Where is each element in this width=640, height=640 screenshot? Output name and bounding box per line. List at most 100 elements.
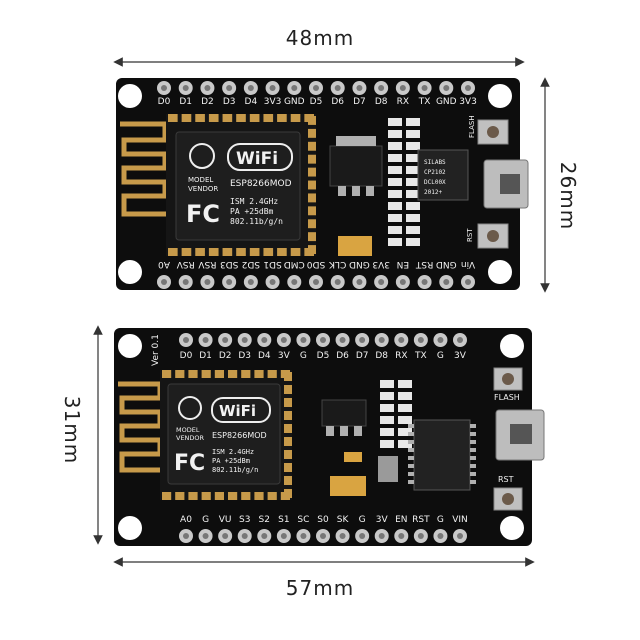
castellated-pad (308, 180, 316, 190)
button-cap (502, 373, 514, 385)
model-label: MODEL (188, 176, 213, 184)
spec-line-1: ISM 2.4GHz (212, 448, 254, 456)
smd-resistor (388, 238, 402, 246)
pin-hole (457, 337, 463, 343)
smd-resistor (398, 428, 412, 436)
resistor-array (380, 380, 412, 448)
pin-hole (300, 337, 307, 343)
pin-hole (300, 533, 307, 539)
esp-module-shield (175, 131, 301, 241)
castellated-pad (277, 248, 287, 256)
fcc-logo: FC (186, 200, 220, 228)
pin-label: D1 (179, 97, 192, 107)
pin-label: S0 (317, 515, 329, 525)
castellated-pad (249, 248, 260, 256)
pin-hole (339, 337, 346, 343)
button-cap (487, 126, 499, 138)
pin-label: D1 (199, 351, 212, 361)
flash-label: FLASH (468, 115, 476, 138)
pin-label: D0 (158, 97, 171, 107)
pin-label: 3V3 (372, 259, 390, 269)
pin-hole (261, 337, 268, 343)
castellated-pad (308, 206, 316, 216)
smd-resistor (388, 226, 402, 234)
castellated-pad (284, 398, 292, 407)
tantalum-capacitor (338, 236, 372, 256)
smd-resistor (406, 214, 420, 222)
castellated-pad (201, 370, 211, 378)
wifi-logo-box (227, 143, 293, 171)
pin-hole (202, 533, 209, 539)
pin-label: SD3 (220, 259, 238, 269)
board-1-bottom-pin-header (157, 275, 475, 289)
castellated-pad (181, 248, 192, 256)
spec-line-2: PA +25dBm (212, 457, 250, 465)
usb-chip-line-4: 2012+ (424, 189, 442, 196)
model-label: MODEL (176, 426, 200, 434)
castellated-pad (214, 370, 224, 378)
wifi-logo-text: WiFi (236, 149, 278, 169)
rst-button[interactable] (477, 223, 509, 249)
pin-hole (183, 337, 189, 343)
castellated-pad (267, 492, 277, 500)
mounting-hole (500, 334, 524, 358)
smd-resistor (406, 190, 420, 198)
pin-hole (356, 85, 363, 91)
pin-hole (359, 337, 366, 343)
castellated-pad (254, 492, 264, 500)
pin-label: EN (395, 515, 407, 525)
castellated-pad (236, 248, 246, 256)
pin-hole (280, 533, 287, 539)
pin-hole (378, 337, 385, 343)
castellated-pad (222, 114, 233, 122)
castellated-pad (284, 437, 292, 446)
chip-leg (408, 440, 414, 444)
chip-leg (470, 432, 476, 436)
capacitor (344, 452, 362, 462)
castellated-pad (290, 248, 301, 256)
castellated-pad (308, 154, 316, 164)
smd-resistor (406, 166, 420, 174)
pin-label: RX (395, 351, 407, 361)
castellated-pad (208, 248, 219, 256)
pin-hole (182, 279, 189, 285)
pin-hole (291, 279, 298, 285)
pin-hole (457, 533, 463, 539)
castellated-pad (308, 245, 316, 254)
pin-label: Vin (461, 259, 475, 269)
spec-line-2: PA +25dBm (230, 207, 274, 216)
pin-hole (421, 279, 428, 285)
castellated-pad (241, 370, 251, 378)
smd-resistor (388, 190, 402, 198)
castellated-pad (175, 370, 185, 378)
castellated-pad (168, 248, 178, 256)
pin-hole (437, 337, 444, 343)
chip-leg (408, 464, 414, 468)
smd-resistor (406, 202, 420, 210)
pin-hole (398, 337, 405, 343)
fcc-logo: FC (174, 451, 205, 476)
regulator-leg (338, 186, 346, 196)
pin-label: D4 (245, 97, 258, 107)
pin-label: G (202, 515, 209, 525)
mounting-hole (488, 260, 512, 284)
rst-label: RST (498, 475, 514, 484)
castellated-pad (277, 114, 287, 122)
castellated-pad (181, 114, 192, 122)
button-cap (487, 230, 499, 242)
chip-leg (470, 480, 476, 484)
castellated-pad (308, 141, 316, 151)
dimension-top-label: 48mm (285, 26, 355, 50)
castellated-pad (304, 114, 314, 122)
pin-label: RST (412, 515, 430, 525)
castellated-pad (284, 411, 292, 420)
pin-hole (313, 85, 319, 91)
chip-name: ESP8266MOD (230, 179, 292, 189)
smd-resistor (398, 392, 412, 400)
pin-label: 3V (376, 515, 389, 525)
pin-hole (313, 279, 319, 285)
chip-leg (408, 456, 414, 460)
smd-resistor (398, 416, 412, 424)
